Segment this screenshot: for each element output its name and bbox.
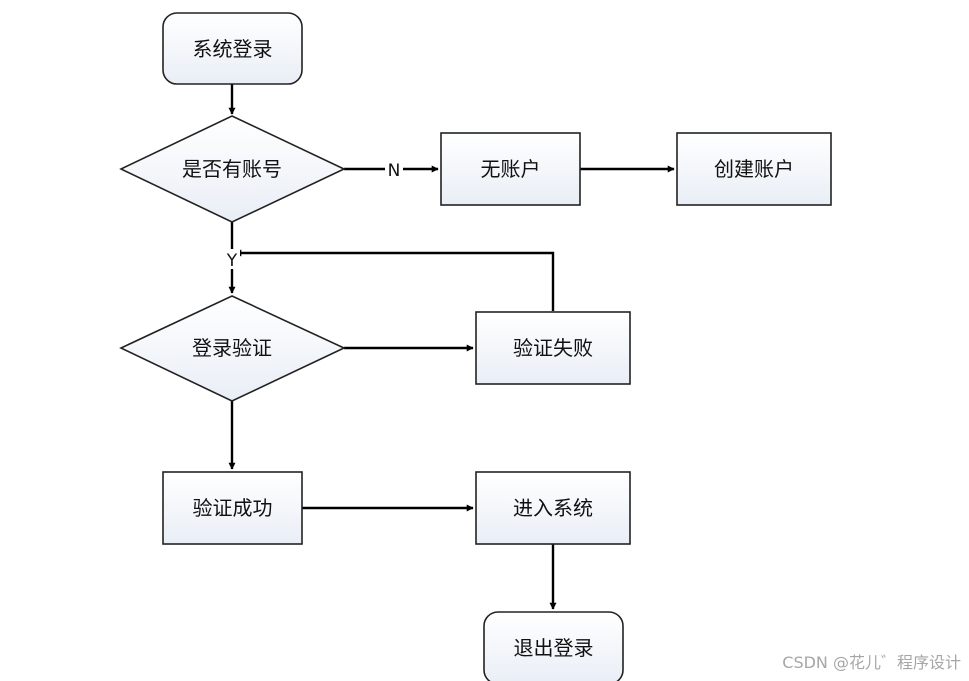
node-enter-system: 进入系统: [475, 471, 631, 545]
node-logout-shape: [483, 611, 624, 681]
node-verify-fail: 验证失败: [475, 311, 631, 385]
node-verify-fail-shape: [475, 311, 631, 385]
node-create-account-label: 创建账户: [714, 157, 794, 181]
node-has-account-decision: 是否有账号: [119, 115, 346, 223]
edge-label-no: N: [388, 161, 401, 181]
node-verify-success-shape: [162, 471, 303, 545]
node-verify-fail-label: 验证失败: [513, 336, 593, 360]
node-enter-system-shape: [475, 471, 631, 545]
watermark: CSDN @花儿゛程序设计: [782, 653, 961, 672]
node-verify-success: 验证成功: [162, 471, 303, 545]
connectors: [228, 84, 675, 610]
node-create-account: 创建账户: [676, 132, 832, 206]
decision-has-account-shape: [119, 115, 346, 223]
node-no-account: 无账户: [440, 132, 581, 206]
decision-verify-shape: [119, 295, 346, 402]
edge-label-yes: Y: [226, 251, 238, 271]
node-logout-label: 退出登录: [514, 636, 594, 660]
node-logout: 退出登录: [483, 611, 624, 681]
node-start-label: 系统登录: [193, 37, 273, 61]
node-start: 系统登录: [162, 12, 303, 85]
node-no-account-shape: [440, 132, 581, 206]
node-verify-decision: 登录验证: [119, 295, 346, 402]
node-verify-success-label: 验证成功: [193, 496, 273, 520]
decision-verify-label: 登录验证: [192, 336, 272, 360]
node-enter-system-label: 进入系统: [513, 496, 593, 520]
decision-has-account-label: 是否有账号: [182, 157, 282, 181]
node-no-account-label: 无账户: [481, 157, 541, 181]
node-start-shape: [162, 12, 303, 85]
arrow-fail-loop-back: [234, 249, 555, 311]
node-create-account-shape: [676, 132, 832, 206]
